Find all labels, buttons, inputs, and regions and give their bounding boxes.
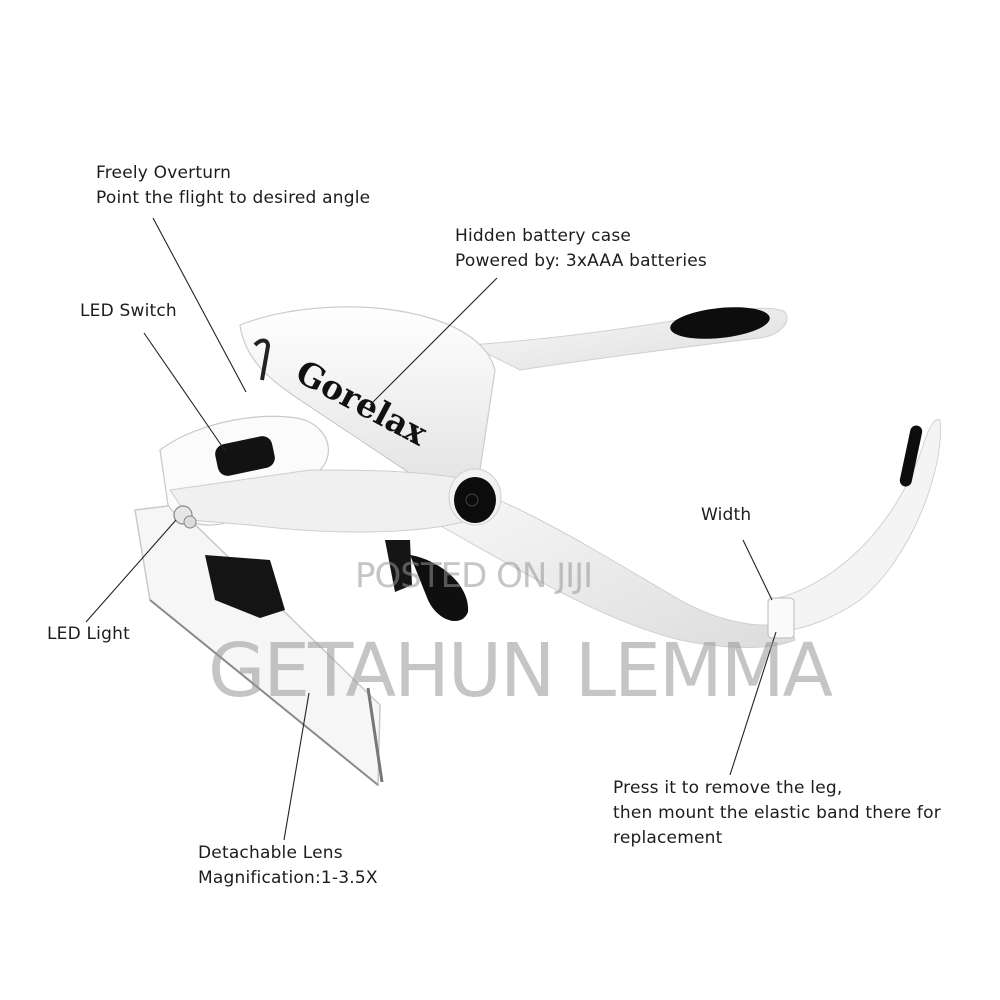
leader-led-switch [143, 332, 227, 453]
callout-desc: Point the flight to desired angle [96, 188, 371, 208]
leader-overturn [152, 217, 247, 393]
callout-led-light: LED Light [47, 624, 130, 644]
battery-housing [239, 306, 496, 495]
callout-freely-overturn: Freely Overturn Point the flight to desi… [96, 161, 370, 211]
leader-led-light [85, 519, 177, 623]
callout-width: Width [701, 505, 752, 525]
leader-lines [85, 217, 777, 841]
leader-width [742, 539, 773, 601]
callout-title: Freely Overturn [96, 163, 232, 183]
watermark-posted-on-jiji: POSTED ON JIJI [355, 556, 593, 596]
callout-line: then mount the elastic band there for [613, 803, 941, 823]
top-headband-strap [468, 307, 788, 371]
callout-line: Press it to remove the leg, [613, 778, 843, 798]
callout-desc: Magnification:1-3.5X [198, 868, 378, 888]
callout-line: replacement [613, 828, 723, 848]
callout-led-switch: LED Switch [80, 301, 177, 321]
callout-detachable-lens: Detachable Lens Magnification:1-3.5X [198, 841, 378, 891]
side-leg-arm [419, 419, 941, 648]
callout-press-remove-leg: Press it to remove the leg, then mount t… [613, 776, 941, 851]
rotation-knob [448, 468, 502, 526]
led-module [159, 415, 471, 533]
eyepiece-blocks [205, 540, 469, 622]
leader-lens [283, 692, 310, 841]
leader-press [729, 631, 777, 776]
callout-title: Detachable Lens [198, 843, 343, 863]
led-switch-button [215, 436, 275, 476]
watermark-seller-name: GETAHUN LEMMA [208, 628, 833, 714]
callout-title: Hidden battery case [455, 226, 632, 246]
leader-battery [369, 277, 498, 406]
callout-desc: Powered by: 3xAAA batteries [455, 251, 707, 271]
callout-battery-case: Hidden battery case Powered by: 3xAAA ba… [455, 224, 707, 274]
